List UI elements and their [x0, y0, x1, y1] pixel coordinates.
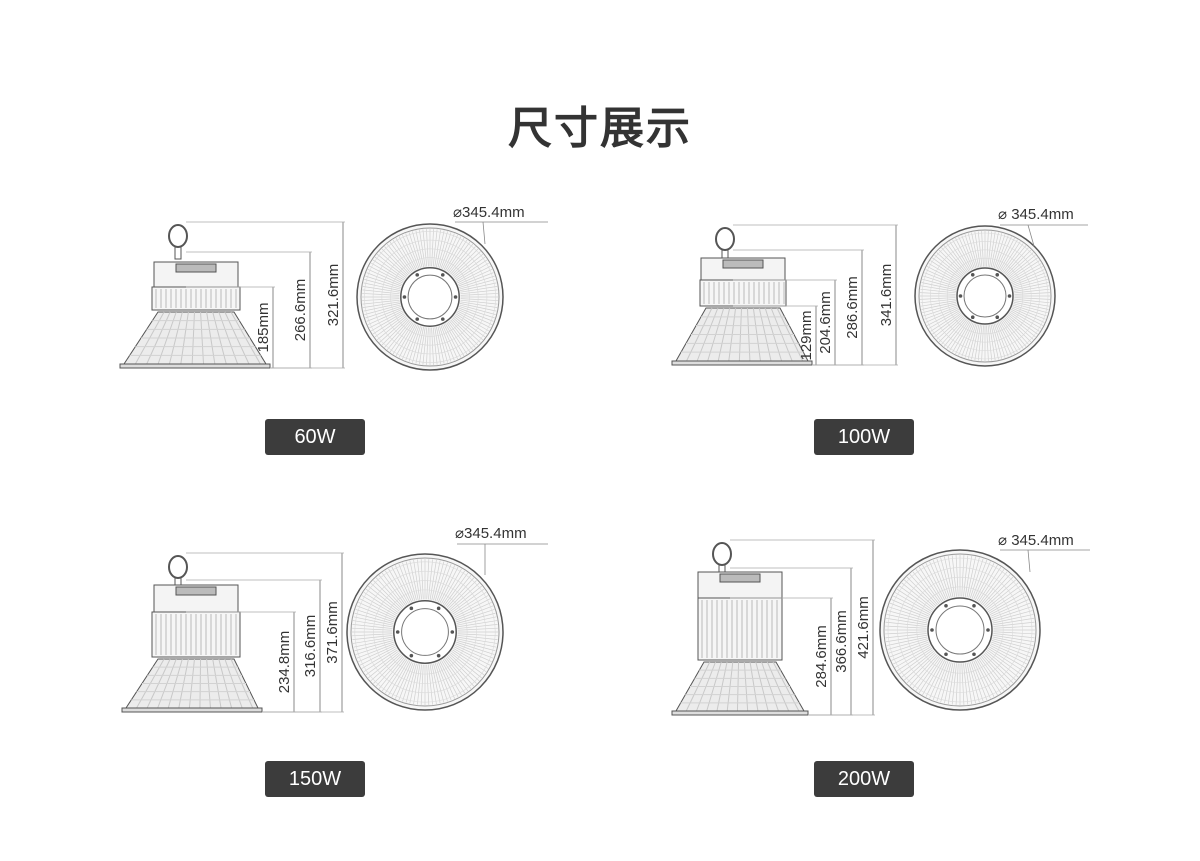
diameter-label: ⌀345.4mm — [453, 204, 525, 221]
diameter-leader-line — [482, 221, 486, 245]
reflector-cone — [125, 658, 259, 709]
hanging-ring-icon — [712, 542, 732, 566]
heat-sink-fins — [151, 286, 241, 311]
driver-housing — [700, 257, 786, 281]
center-hub — [393, 600, 457, 664]
diameter-label: ⌀ 345.4mm — [998, 206, 1074, 223]
diameter-label: ⌀ 345.4mm — [998, 532, 1074, 549]
height-dimension-label: 371.6mm — [324, 601, 341, 664]
height-dimension-label: 286.6mm — [844, 276, 861, 339]
height-dimension-label: 341.6mm — [878, 264, 895, 327]
lamp-side-view — [121, 555, 263, 713]
reflector-cone — [675, 307, 809, 362]
page-title: 尺寸展示 — [508, 103, 692, 154]
diameter-label: ⌀345.4mm — [455, 525, 527, 542]
heat-sink-fins — [699, 279, 787, 307]
lamp-rim — [121, 707, 263, 713]
lamp-bottom-view — [356, 223, 504, 371]
driver-label — [719, 573, 761, 583]
height-dimension-label: 204.6mm — [817, 291, 834, 354]
wattage-label: 100W — [814, 419, 914, 455]
height-dimension-label: 366.6mm — [833, 610, 850, 673]
heat-sink-fins — [151, 611, 241, 658]
center-hub — [956, 267, 1014, 325]
ring-stem — [721, 249, 729, 263]
height-dimensions: 185mm 266.6mm 321.6mm — [186, 221, 345, 369]
driver-label — [722, 259, 764, 269]
panel-60W: 185mm 266.6mm 321.6mm ⌀345.4mm — [119, 204, 548, 371]
lamp-bottom-view — [879, 549, 1041, 711]
height-dimension-label: 316.6mm — [302, 615, 319, 678]
wattage-label: 60W — [265, 419, 365, 455]
reflector-cone — [675, 661, 805, 712]
center-hub — [927, 597, 993, 663]
height-dimension-label: 129mm — [798, 310, 815, 360]
height-dimensions: 234.8mm 316.6mm 371.6mm — [186, 552, 344, 713]
driver-label — [175, 586, 217, 596]
lamp-rim — [119, 363, 271, 369]
wattage-label: 200W — [814, 761, 914, 797]
hanging-ring-icon — [715, 227, 735, 251]
ring-stem — [718, 564, 726, 578]
panel-150W: 234.8mm 316.6mm 371.6mm ⌀345.4mm — [121, 525, 548, 713]
height-dimension-label: 234.8mm — [276, 631, 293, 694]
wattage-label: 150W — [265, 761, 365, 797]
heat-sink-fins — [697, 597, 783, 661]
diameter-leader-line — [1027, 549, 1031, 573]
diameter-leader-line — [1027, 224, 1035, 247]
lamp-rim — [671, 360, 813, 366]
lamp-bottom-view — [346, 553, 504, 711]
ring-stem — [174, 577, 182, 591]
reflector-cone — [123, 311, 267, 365]
center-hub — [400, 267, 460, 327]
lamp-side-view — [671, 227, 813, 366]
height-dimension-label: 284.6mm — [813, 625, 830, 688]
driver-housing — [153, 584, 239, 613]
lamp-side-view — [119, 224, 271, 369]
lamp-rim — [671, 710, 809, 716]
lamp-bottom-view — [914, 225, 1056, 367]
height-dimension-label: 421.6mm — [855, 596, 872, 659]
height-dimension-label: 321.6mm — [325, 264, 342, 327]
height-dimension-label: 266.6mm — [292, 279, 309, 342]
driver-label — [175, 263, 217, 273]
height-dimension-label: 185mm — [255, 302, 272, 352]
lamp-side-view — [671, 542, 809, 716]
hanging-ring-icon — [168, 555, 188, 579]
driver-housing — [697, 571, 783, 599]
hanging-ring-icon — [168, 224, 188, 248]
ring-stem — [174, 246, 182, 260]
driver-housing — [153, 261, 239, 288]
